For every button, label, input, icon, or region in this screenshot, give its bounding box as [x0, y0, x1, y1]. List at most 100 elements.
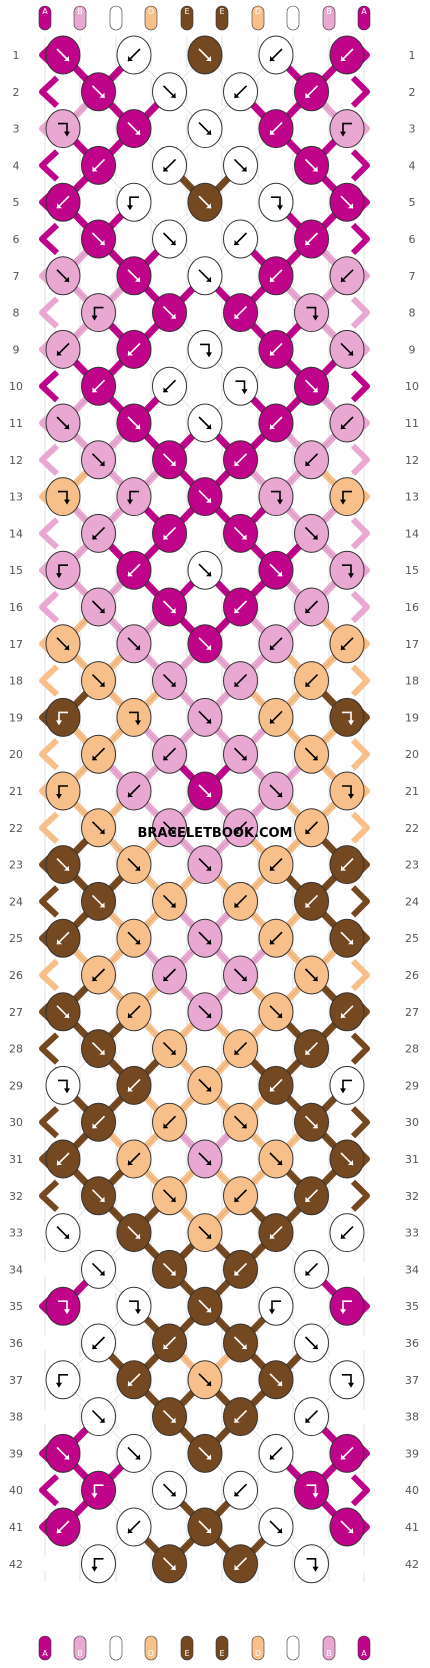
knot-oval	[45, 109, 81, 149]
knot-oval	[45, 771, 81, 811]
edge-strand-right	[350, 1253, 370, 1286]
knot	[329, 1360, 365, 1400]
knot	[45, 697, 81, 737]
row-number-left: 35	[9, 1300, 23, 1313]
arrowhead-icon	[91, 1493, 98, 1499]
arrowhead-icon	[57, 203, 62, 209]
watermark-text: BRACELETBOOK.COM	[138, 826, 293, 841]
row-number-right: 32	[405, 1190, 419, 1203]
arrowhead-icon	[64, 1088, 70, 1094]
knot	[294, 1323, 329, 1363]
row-number-left: 17	[9, 638, 23, 651]
knot	[258, 182, 294, 222]
arrowhead-icon	[99, 92, 105, 98]
arrowhead-icon	[277, 1380, 282, 1386]
arrowhead-icon	[312, 976, 318, 981]
knot	[294, 1397, 329, 1437]
knot	[152, 955, 187, 995]
arrowhead-icon	[128, 350, 133, 356]
knot	[187, 182, 223, 222]
row-number-right: 38	[405, 1411, 419, 1424]
bottom-string-letter: E	[219, 1649, 224, 1658]
row-number-left: 12	[9, 454, 23, 467]
edge-strand-left	[39, 1474, 60, 1507]
arrowhead-icon	[341, 1012, 346, 1018]
knot	[294, 1029, 329, 1069]
arrowhead-icon	[234, 1564, 240, 1570]
row-number-left: 23	[9, 859, 23, 872]
knot	[329, 918, 365, 958]
knot	[258, 35, 294, 75]
knot-arrow-icon	[271, 490, 281, 503]
arrowhead-icon	[64, 1012, 69, 1018]
knot	[116, 1360, 152, 1400]
edge-strand-left	[39, 1179, 60, 1212]
knot	[329, 1213, 365, 1253]
arrowhead-icon	[269, 1309, 275, 1315]
knot	[329, 329, 365, 369]
arrowhead-icon	[135, 644, 140, 650]
arrowhead-icon	[270, 350, 275, 356]
arrowhead-icon	[206, 1233, 211, 1239]
row-number-left: 32	[9, 1190, 23, 1203]
knot-arrow-icon	[342, 1300, 352, 1313]
bottom-strand-stub	[357, 1635, 371, 1661]
arrowhead-icon	[312, 1566, 319, 1572]
knot	[187, 1286, 223, 1326]
edge-strand-right	[350, 443, 370, 476]
knot	[116, 1139, 152, 1179]
knot-arrow-icon	[235, 380, 246, 393]
knot	[187, 918, 223, 958]
arrowhead-icon	[170, 240, 176, 245]
knot-oval	[45, 477, 81, 517]
row-number-left: 7	[13, 270, 20, 283]
top-string-letter: D	[255, 7, 261, 16]
knot	[45, 992, 81, 1032]
knot-arrow-icon	[58, 1079, 68, 1092]
arrowhead-icon	[206, 1528, 211, 1533]
knot	[329, 477, 365, 517]
knot	[152, 1397, 187, 1437]
knot	[152, 1544, 187, 1584]
arrowhead-icon	[348, 720, 354, 726]
row-number-left: 20	[9, 748, 23, 761]
knot	[81, 1029, 116, 1069]
knot-grid	[45, 35, 365, 1584]
edge-strand-right	[350, 1326, 370, 1360]
arrowhead-icon	[348, 939, 353, 945]
knot-oval	[45, 550, 81, 590]
knot	[81, 734, 116, 774]
knot	[294, 661, 329, 701]
knot	[81, 219, 116, 259]
knot-oval	[329, 1065, 365, 1105]
knot	[81, 1470, 116, 1510]
knot	[223, 513, 258, 553]
knot	[187, 992, 223, 1032]
knot	[258, 1065, 294, 1105]
knot-oval	[45, 1360, 81, 1400]
arrowhead-icon	[305, 608, 311, 613]
knot	[223, 1470, 258, 1510]
bottom-string-letter: A	[42, 1649, 48, 1658]
arrowhead-icon	[305, 681, 311, 687]
arrowhead-icon	[206, 1012, 211, 1018]
arrowhead-icon	[234, 1491, 240, 1497]
knot	[329, 1507, 365, 1547]
knot	[187, 697, 223, 737]
row-number-right: 21	[405, 785, 419, 798]
arrowhead-icon	[135, 865, 140, 871]
arrowhead-icon	[64, 644, 69, 650]
edge-strand-right	[350, 1474, 370, 1507]
arrowhead-icon	[206, 644, 211, 650]
row-number-left: 41	[9, 1521, 23, 1534]
row-number-left: 29	[9, 1079, 23, 1092]
row-number-left: 18	[9, 675, 23, 688]
bottom-string-letter: A	[361, 1649, 367, 1658]
knot	[329, 256, 365, 296]
row-number-left: 21	[9, 785, 23, 798]
arrowhead-icon	[312, 534, 318, 540]
knot	[294, 881, 329, 921]
row-number-right: 17	[405, 638, 419, 651]
knot	[116, 1065, 152, 1105]
arrowhead-icon	[270, 424, 275, 429]
